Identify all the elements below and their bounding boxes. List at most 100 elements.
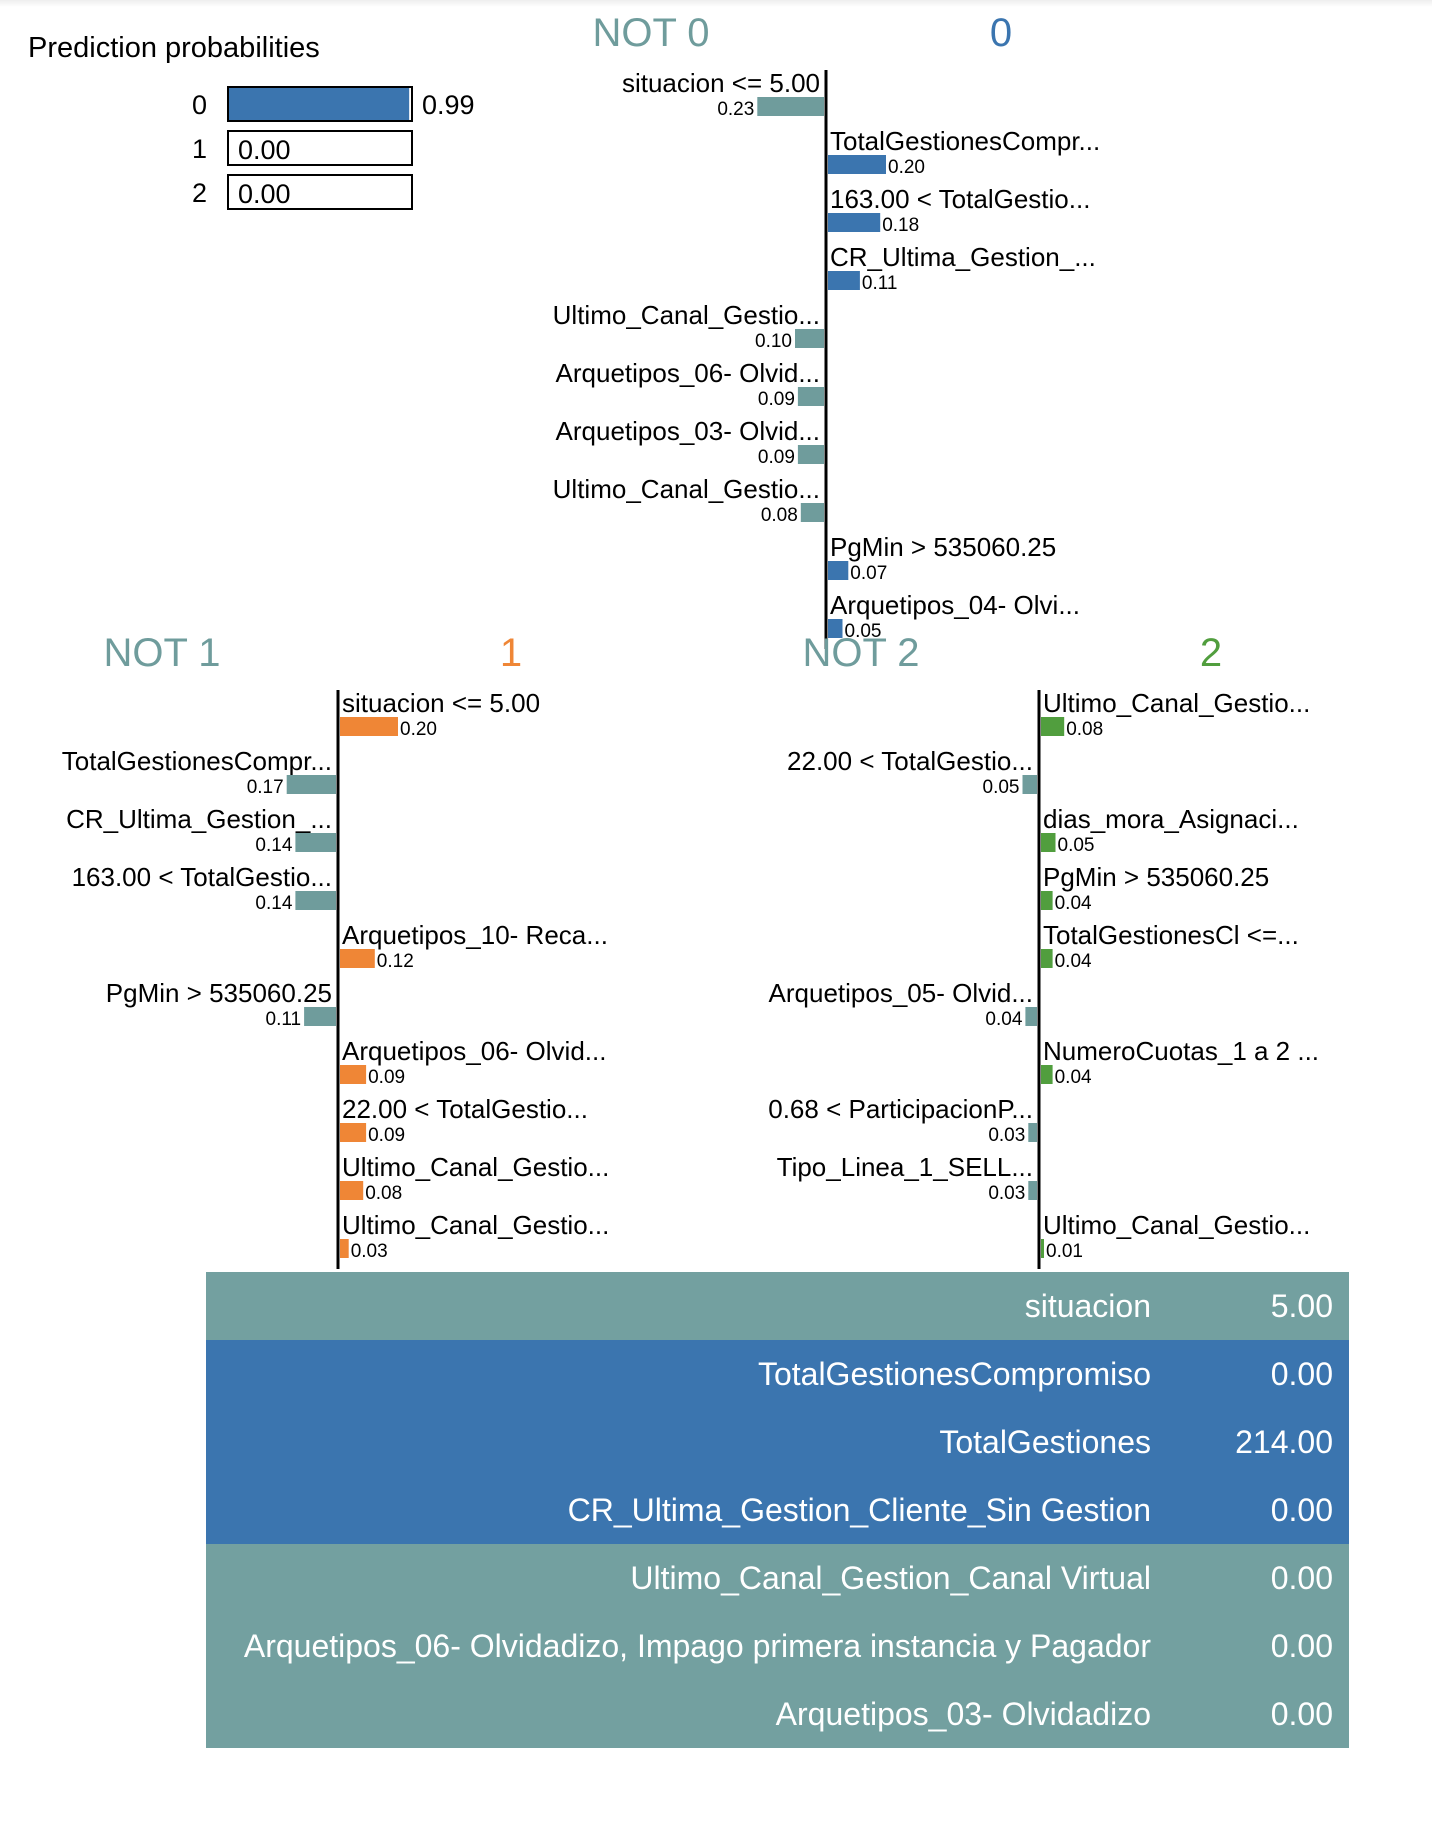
feature-bar <box>800 503 824 522</box>
feature-label: situacion <= 5.00 <box>622 68 820 98</box>
not-class-title: NOT 0 <box>592 11 709 55</box>
prediction-value: 0.99 <box>422 90 475 120</box>
feature-bar <box>304 1007 336 1026</box>
prediction-value: 0.00 <box>238 179 291 209</box>
feature-label: TotalGestionesCl <=... <box>1043 920 1299 950</box>
feature-weight: 0.09 <box>758 447 795 468</box>
feature-label: 163.00 < TotalGestio... <box>830 184 1090 214</box>
feature-weight: 0.14 <box>255 835 292 856</box>
feature-label: CR_Ultima_Gestion_... <box>830 242 1096 272</box>
class-title: 2 <box>1200 631 1222 675</box>
feature-bar <box>1028 1123 1037 1142</box>
feature-bar <box>340 717 398 736</box>
feature-bar <box>1028 1181 1037 1200</box>
feature-weight: 0.20 <box>400 719 437 740</box>
feature-weight: 0.08 <box>1066 719 1103 740</box>
feature-bar <box>340 1065 367 1084</box>
feature-label: Arquetipos_04- Olvi... <box>830 590 1080 620</box>
feature-weight: 0.08 <box>761 505 798 526</box>
feature-label: 0.68 < ParticipacionP... <box>768 1094 1033 1124</box>
feature-label: Arquetipos_03- Olvid... <box>556 416 820 446</box>
feature-name-cell: TotalGestionesCompromiso <box>757 1355 1151 1392</box>
feature-weight: 0.10 <box>755 331 792 352</box>
feature-weight: 0.12 <box>377 951 414 972</box>
feature-label: Ultimo_Canal_Gestio... <box>553 300 820 330</box>
class-title: 0 <box>990 11 1012 55</box>
feature-bar <box>1025 1007 1037 1026</box>
feature-name-cell: Arquetipos_06- Olvidadizo, Impago primer… <box>243 1627 1151 1664</box>
prediction-class-label: 2 <box>192 178 207 208</box>
table-row: TotalGestiones 214.00 <box>206 1408 1349 1476</box>
prediction-class-label: 0 <box>192 90 207 120</box>
feature-label: PgMin > 535060.25 <box>830 532 1056 562</box>
feature-value-cell: 0.00 <box>1270 1559 1333 1596</box>
feature-label: Ultimo_Canal_Gestio... <box>553 474 820 504</box>
feature-weight: 0.09 <box>368 1125 405 1146</box>
feature-weight: 0.09 <box>758 389 795 410</box>
feature-weight: 0.04 <box>1055 1067 1092 1088</box>
prediction-class-label: 1 <box>192 134 207 164</box>
feature-name-cell: Arquetipos_03- Olvidadizo <box>775 1695 1151 1732</box>
feature-weight: 0.11 <box>266 1009 302 1030</box>
feature-bar <box>295 833 336 852</box>
feature-label: dias_mora_Asignaci... <box>1043 804 1299 834</box>
feature-bar <box>1041 949 1053 968</box>
feature-weight: 0.05 <box>1058 835 1095 856</box>
feature-weight: 0.05 <box>983 777 1020 798</box>
feature-bar <box>1041 1065 1053 1084</box>
feature-bar <box>340 1181 364 1200</box>
feature-name-cell: CR_Ultima_Gestion_Cliente_Sin Gestion <box>567 1491 1151 1528</box>
feature-weight: 0.14 <box>255 893 292 914</box>
feature-weight: 0.11 <box>862 273 898 294</box>
feature-weight: 0.17 <box>247 777 284 798</box>
feature-label: Arquetipos_05- Olvid... <box>769 978 1033 1008</box>
feature-weight: 0.20 <box>888 157 925 178</box>
feature-bar <box>340 1123 367 1142</box>
feature-weight: 0.03 <box>988 1125 1025 1146</box>
feature-weight: 0.08 <box>365 1183 402 1204</box>
feature-label: Ultimo_Canal_Gestio... <box>1043 1210 1310 1240</box>
feature-bar <box>757 97 824 116</box>
feature-bar <box>340 949 375 968</box>
feature-bar <box>795 329 824 348</box>
feature-label: TotalGestionesCompr... <box>62 746 332 776</box>
feature-bar <box>797 445 824 464</box>
feature-bar <box>828 619 843 638</box>
feature-label: Arquetipos_06- Olvid... <box>556 358 820 388</box>
feature-weight: 0.05 <box>845 621 882 642</box>
feature-bar <box>286 775 336 794</box>
table-header-value: Value <box>1232 1278 1327 1320</box>
feature-weight: 0.03 <box>351 1241 388 1262</box>
feature-label: 22.00 < TotalGestio... <box>342 1094 588 1124</box>
prediction-title: Prediction probabilities <box>28 32 320 64</box>
feature-bar <box>1041 717 1065 736</box>
feature-label: PgMin > 535060.25 <box>106 978 332 1008</box>
feature-bar <box>828 155 886 174</box>
feature-label: TotalGestionesCompr... <box>830 126 1100 156</box>
feature-bar <box>828 561 849 580</box>
prediction-bar-outline <box>227 130 413 166</box>
feature-value-cell: 0.00 <box>1270 1627 1333 1664</box>
feature-label: NumeroCuotas_1 a 2 ... <box>1043 1036 1319 1066</box>
feature-weight: 0.04 <box>985 1009 1022 1030</box>
feature-value-cell: 214.00 <box>1235 1423 1333 1460</box>
not-class-title: NOT 1 <box>103 631 220 675</box>
feature-label: Tipo_Linea_1_SELL... <box>777 1152 1033 1182</box>
feature-weight: 0.18 <box>882 215 919 236</box>
feature-weight: 0.03 <box>988 1183 1025 1204</box>
feature-bar <box>828 271 860 290</box>
prediction-bar-fill <box>229 88 410 120</box>
feature-name-cell: TotalGestiones <box>939 1423 1151 1460</box>
prediction-bar-outline <box>227 86 413 122</box>
feature-weight: 0.07 <box>850 563 887 584</box>
feature-weight: 0.01 <box>1046 1241 1083 1262</box>
feature-bar <box>1041 833 1056 852</box>
